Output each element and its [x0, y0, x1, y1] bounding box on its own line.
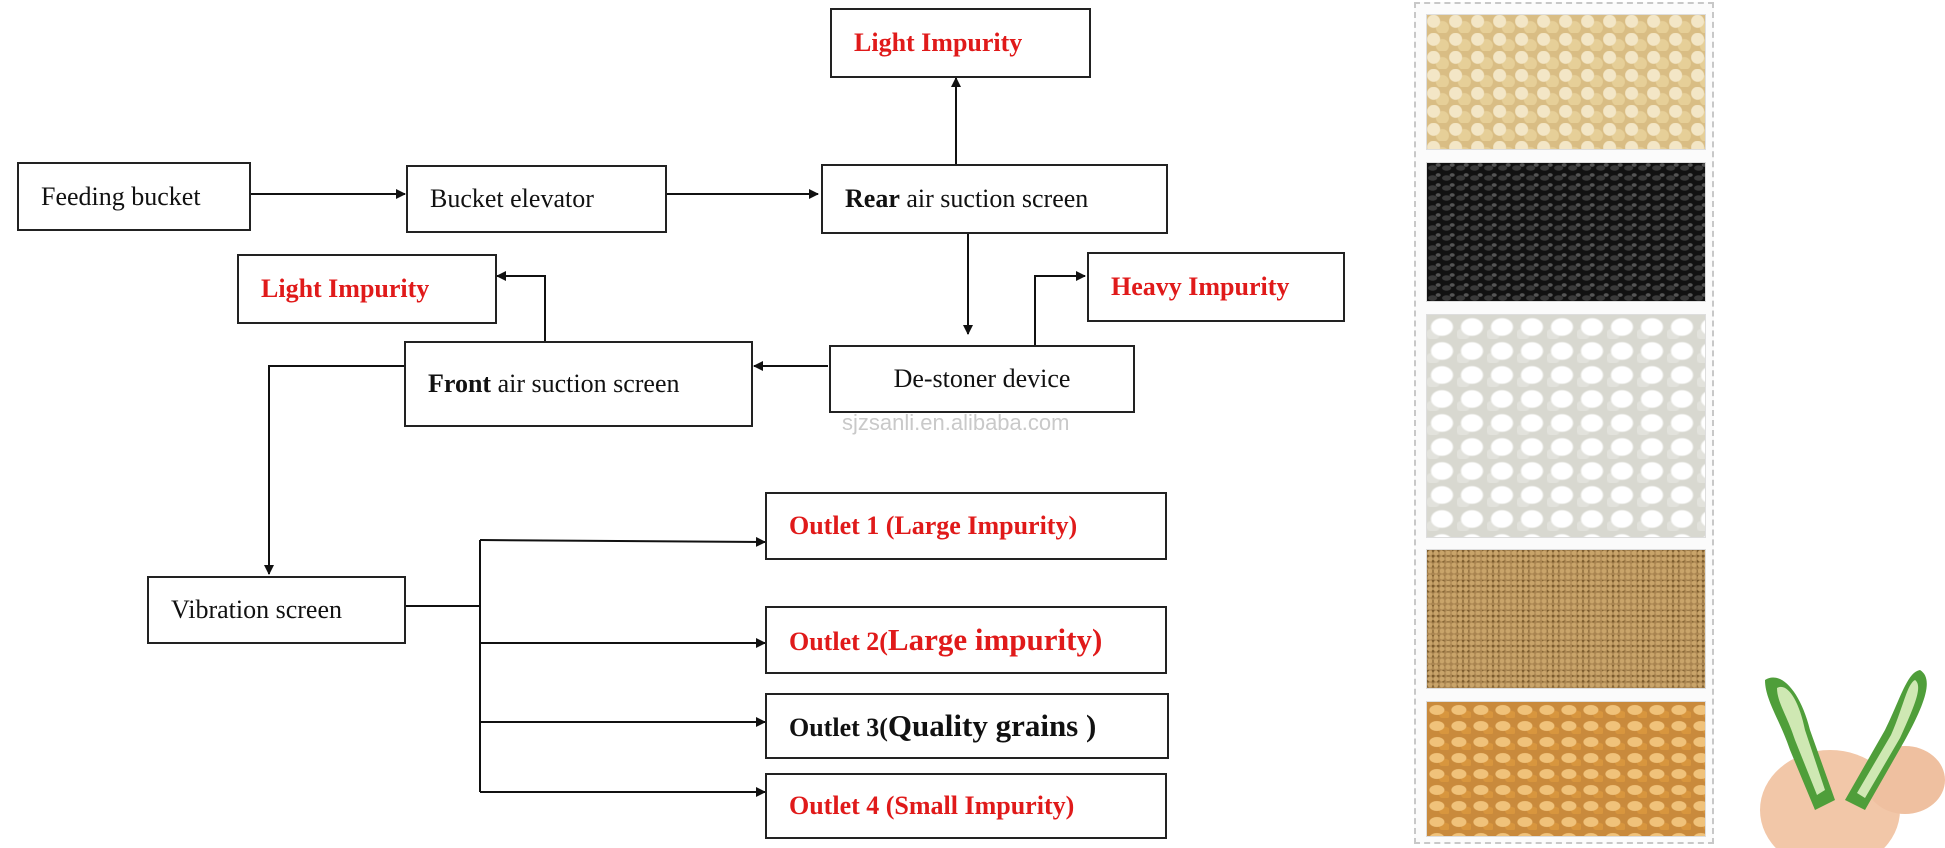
- heavy-impurity-node: Heavy Impurity: [1087, 252, 1345, 322]
- arrow-destoner-to-heavy: [1034, 271, 1086, 345]
- rear-bold-label: Rear: [845, 184, 900, 213]
- arrow-to-outlet1: [479, 536, 766, 547]
- outlet-1-node: Outlet 1 (Large Impurity): [765, 492, 1167, 560]
- millet-photo: [1426, 549, 1706, 689]
- outlet-2-main: Large impurity): [887, 622, 1103, 657]
- front-air-suction-screen-label: Front air suction screen: [428, 369, 680, 399]
- sesame-pod-photo: [1760, 670, 1945, 848]
- flax-seed-photo: [1426, 701, 1706, 837]
- bucket-elevator-label: Bucket elevator: [430, 184, 594, 213]
- outlet-2-label: Outlet 2(Large impurity): [789, 622, 1102, 658]
- sesame-seeds-photo: [1426, 14, 1706, 150]
- rear-air-suction-screen-node: Rear air suction screen: [821, 164, 1168, 234]
- outlet-3-main: Quality grains ): [887, 708, 1097, 743]
- heavy-impurity-label: Heavy Impurity: [1111, 272, 1290, 301]
- light-impurity-left-label: Light Impurity: [261, 274, 430, 303]
- outlet-2-node: Outlet 2(Large impurity): [765, 606, 1167, 674]
- black-sesame-photo: [1426, 162, 1706, 302]
- vibration-screen-node: Vibration screen: [147, 576, 406, 644]
- front-air-suction-screen-node: Front air suction screen: [404, 341, 753, 427]
- destoner-device-label: De-stoner device: [893, 364, 1071, 393]
- watermark: sjzsanli.en.alibaba.com: [842, 410, 1070, 435]
- outlet-3-prefix: Outlet 3(: [789, 713, 888, 742]
- arrow-front-to-vibration: [264, 365, 404, 575]
- feeding-bucket-label: Feeding bucket: [41, 181, 201, 211]
- light-impurity-top-label: Light Impurity: [854, 28, 1023, 57]
- outlet-1-label: Outlet 1 (Large Impurity): [789, 511, 1078, 540]
- feeding-bucket-node: Feeding bucket: [17, 162, 251, 231]
- outlet-2-prefix: Outlet 2(: [789, 627, 888, 656]
- outlet-3-node: Outlet 3(Quality grains ): [765, 693, 1169, 759]
- vibration-screen-label: Vibration screen: [171, 595, 342, 624]
- seed-photo-strip: [1414, 2, 1714, 844]
- front-rest-label: air suction screen: [491, 369, 680, 398]
- light-impurity-top-node: Light Impurity: [830, 8, 1091, 78]
- outlet-4-label: Outlet 4 (Small Impurity): [789, 791, 1075, 820]
- light-impurity-left-node: Light Impurity: [237, 254, 497, 324]
- arrow-front-to-light: [496, 271, 546, 342]
- destoner-device-node: De-stoner device: [829, 345, 1135, 413]
- bucket-elevator-node: Bucket elevator: [406, 165, 667, 233]
- outlet-3-label: Outlet 3(Quality grains ): [789, 708, 1096, 744]
- front-bold-label: Front: [428, 369, 492, 398]
- rear-air-suction-screen-label: Rear air suction screen: [845, 184, 1088, 214]
- rear-rest-label: air suction screen: [899, 184, 1089, 213]
- outlet-4-node: Outlet 4 (Small Impurity): [765, 773, 1167, 839]
- hulled-sesame-photo: [1426, 314, 1706, 538]
